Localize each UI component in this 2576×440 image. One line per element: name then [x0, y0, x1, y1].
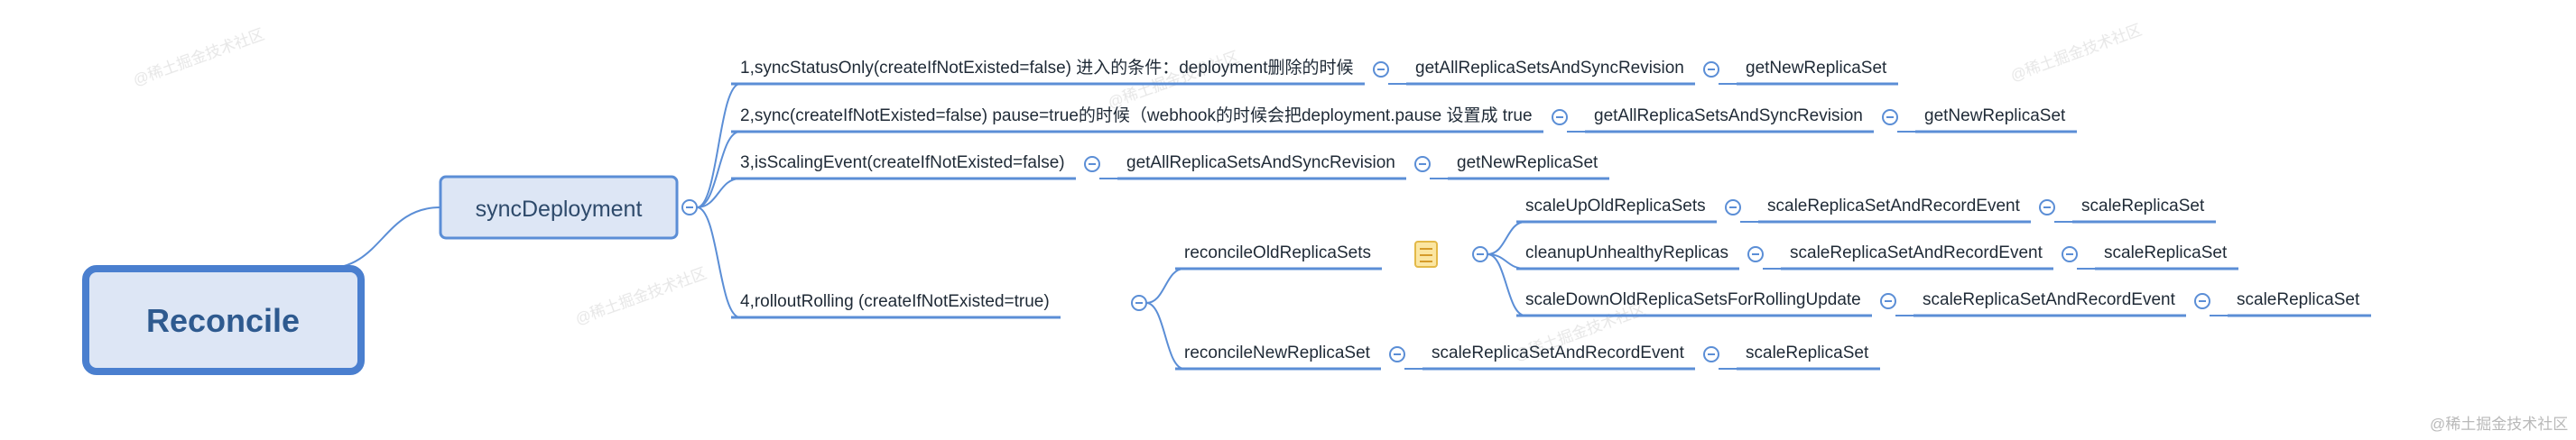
node-label: scaleReplicaSetAndRecordEvent	[1923, 290, 2176, 309]
node-label: 1,syncStatusOnly(createIfNotExisted=fals…	[740, 58, 1353, 78]
node-label: getNewReplicaSet	[1746, 59, 1887, 78]
node-label: cleanupUnhealthyReplicas	[1525, 243, 1728, 262]
node-label: getNewReplicaSet	[1924, 106, 2066, 125]
note-icon[interactable]	[1414, 241, 1438, 268]
node-label: scaleReplicaSet	[2104, 243, 2228, 262]
collapse-toggle[interactable]	[1880, 293, 1896, 309]
node-label: 3,isScalingEvent(createIfNotExisted=fals…	[740, 153, 1065, 172]
node-label: scaleDownOldReplicaSetsForRollingUpdate	[1525, 290, 1861, 309]
collapse-toggle[interactable]	[1084, 156, 1100, 172]
mindmap-node[interactable]: scaleReplicaSet	[2072, 197, 2216, 224]
connector	[696, 206, 741, 318]
root-node-label: Reconcile	[146, 302, 300, 339]
collapse-toggle[interactable]	[1882, 109, 1898, 125]
collapse-toggle[interactable]	[2194, 293, 2210, 309]
collapse-toggle[interactable]	[1472, 246, 1488, 262]
collapse-toggle[interactable]	[1703, 61, 1719, 78]
mindmap-node[interactable]: reconcileNewReplicaSet	[1175, 344, 1381, 371]
mindmap-node[interactable]: getAllReplicaSetsAndSyncRevision	[1585, 106, 1874, 133]
node-label: getNewReplicaSet	[1457, 153, 1598, 172]
collapse-toggle[interactable]	[2039, 199, 2055, 215]
mindmap-node[interactable]: scaleReplicaSet	[2095, 243, 2238, 270]
mindmap-node[interactable]: scaleReplicaSetAndRecordEvent	[1758, 197, 2031, 224]
background-watermark: @稀土掘金技术社区	[131, 25, 267, 88]
node-label: getAllReplicaSetsAndSyncRevision	[1594, 106, 1863, 125]
connector	[1487, 253, 1526, 316]
mindmap-node[interactable]: scaleUpOldReplicaSets	[1516, 197, 1717, 224]
collapse-toggle[interactable]	[1747, 246, 1764, 262]
collapse-toggle[interactable]	[1725, 199, 1741, 215]
node-label: scaleUpOldReplicaSets	[1525, 197, 1706, 215]
mindmap-node[interactable]: 4,rolloutRolling (createIfNotExisted=tru…	[731, 292, 1061, 319]
connector	[1145, 268, 1185, 304]
mindmap-node[interactable]: getNewReplicaSet	[1448, 153, 1609, 180]
node-label: scaleReplicaSet	[1746, 344, 1869, 362]
connector	[1145, 302, 1185, 370]
watermark: @稀土掘金技术社区	[2430, 416, 2568, 433]
node-label: 2,sync(createIfNotExisted=false) pause=t…	[740, 105, 1533, 125]
connector	[696, 83, 741, 208]
node-label: getAllReplicaSetsAndSyncRevision	[1415, 59, 1684, 78]
collapse-toggle[interactable]	[681, 199, 698, 215]
root-node-box	[82, 265, 365, 375]
node-label: getAllReplicaSetsAndSyncRevision	[1126, 153, 1395, 172]
root-node[interactable]: Reconcile	[82, 265, 365, 375]
collapse-toggle[interactable]	[2062, 246, 2078, 262]
mindmap-node[interactable]: cleanupUnhealthyReplicas	[1516, 243, 1739, 270]
connector	[324, 206, 441, 270]
mindmap-node[interactable]: scaleDownOldReplicaSetsForRollingUpdate	[1516, 290, 1872, 317]
mindmap-node[interactable]: scaleReplicaSetAndRecordEvent	[1422, 344, 1695, 371]
node-label: scaleReplicaSet	[2081, 197, 2205, 215]
background-watermark: @稀土掘金技术社区	[573, 264, 709, 327]
mindmap-node[interactable]: 1,syncStatusOnly(createIfNotExisted=fals…	[731, 58, 1365, 86]
collapse-toggle[interactable]	[1373, 61, 1389, 78]
mindmap-node[interactable]: scaleReplicaSetAndRecordEvent	[1781, 243, 2053, 270]
node-label: reconcileNewReplicaSet	[1184, 344, 1371, 362]
node-label: scaleReplicaSet	[2237, 290, 2360, 309]
mindmap-node[interactable]: getAllReplicaSetsAndSyncRevision	[1406, 59, 1695, 86]
mindmap-node[interactable]: 3,isScalingEvent(createIfNotExisted=fals…	[731, 153, 1076, 180]
node-label: scaleReplicaSetAndRecordEvent	[1790, 243, 2043, 262]
mindmap-node[interactable]: scaleReplicaSetAndRecordEvent	[1913, 290, 2186, 317]
collapse-toggle[interactable]	[1131, 295, 1147, 311]
background-watermark: @稀土掘金技术社区	[2008, 21, 2145, 84]
mindmap-node[interactable]: scaleReplicaSet	[1737, 344, 1880, 371]
collapse-toggle[interactable]	[1389, 346, 1405, 362]
sync-deployment-node[interactable]: syncDeployment	[439, 175, 679, 240]
mindmap-node[interactable]: reconcileOldReplicaSets	[1175, 243, 1382, 270]
node-label: 4,rolloutRolling (createIfNotExisted=tru…	[740, 292, 1050, 311]
mindmap-node[interactable]: getNewReplicaSet	[1915, 106, 2077, 133]
mindmap-node[interactable]: getNewReplicaSet	[1737, 59, 1898, 86]
mindmap-node[interactable]: scaleReplicaSet	[2228, 290, 2371, 317]
node-layer: 1,syncStatusOnly(createIfNotExisted=fals…	[681, 58, 2371, 371]
node-label: reconcileOldReplicaSets	[1184, 243, 1371, 262]
mindmap-node[interactable]: 2,sync(createIfNotExisted=false) pause=t…	[731, 105, 1543, 133]
collapse-toggle[interactable]	[1552, 109, 1568, 125]
node-label: scaleReplicaSetAndRecordEvent	[1767, 197, 2021, 215]
sync-deployment-box	[439, 175, 679, 240]
node-label: scaleReplicaSetAndRecordEvent	[1432, 344, 1685, 362]
connector	[696, 131, 741, 208]
mindmap-node[interactable]: getAllReplicaSetsAndSyncRevision	[1117, 153, 1406, 180]
connector	[1487, 221, 1526, 255]
sync-deployment-label: syncDeployment	[476, 197, 643, 222]
collapse-toggle[interactable]	[1414, 156, 1431, 172]
collapse-toggle[interactable]	[1703, 346, 1719, 362]
